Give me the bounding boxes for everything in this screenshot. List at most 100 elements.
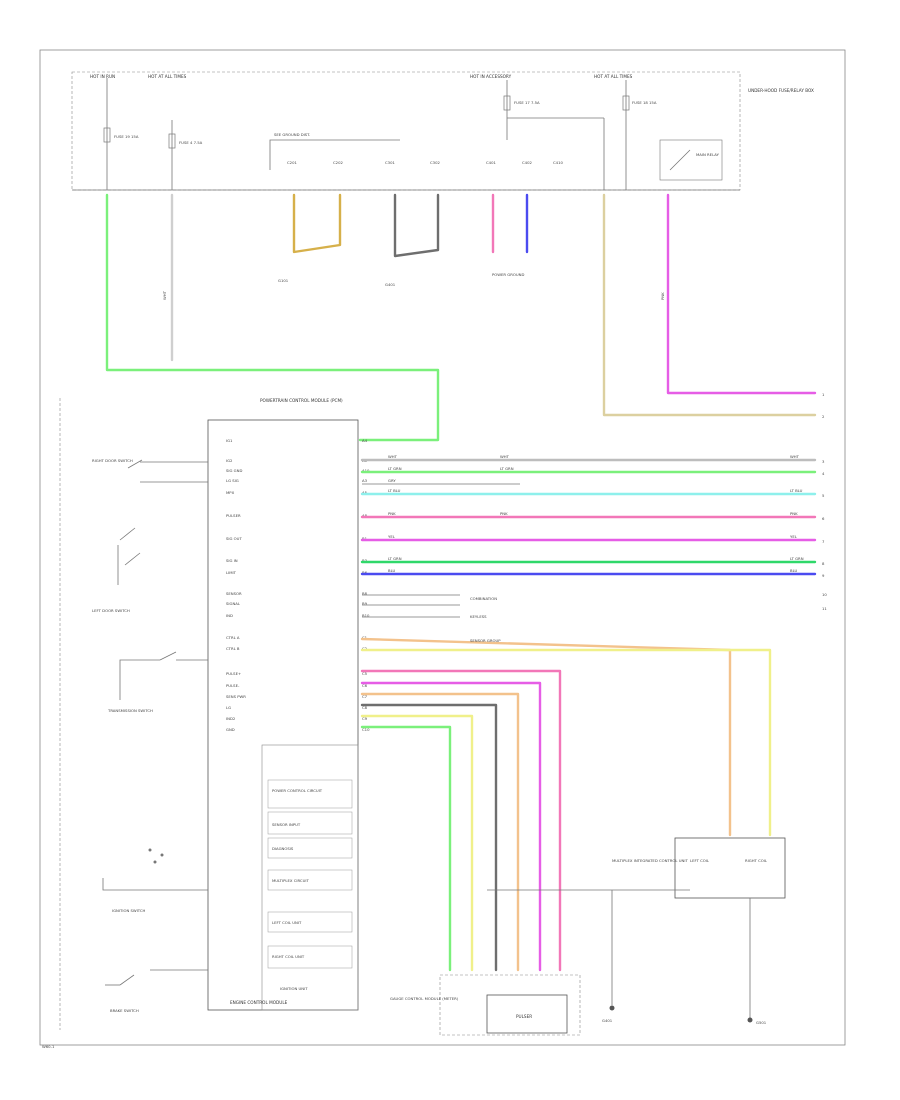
wire-gray-pulser [360,703,498,972]
svg-text:LT GRN: LT GRN [388,556,402,561]
svg-text:BLU: BLU [388,568,396,573]
svg-text:IG1: IG1 [226,438,233,443]
main-relay: MAIN RELAY [659,139,723,181]
label-g-mid: G401 [602,1018,613,1023]
see-ground-bracket: SEE GROUND DIST. [269,132,400,170]
svg-text:A8: A8 [362,513,368,518]
svg-text:C401: C401 [486,160,496,165]
wire-magenta-pulser [360,681,542,972]
svg-text:C10: C10 [362,727,370,732]
svg-text:TRANSMISSION SWITCH: TRANSMISSION SWITCH [107,708,153,713]
svg-text:A3: A3 [362,478,368,483]
svg-text:RIGHT COIL UNIT: RIGHT COIL UNIT [272,954,305,959]
label-sensor-group: SENSOR GROUP [470,638,501,643]
svg-text:B3: B3 [362,558,368,563]
svg-text:C5: C5 [362,671,368,676]
label-keyless: KEYLESS [470,614,487,619]
svg-text:POWER CONTROL CIRCUIT: POWER CONTROL CIRCUIT [272,788,323,793]
svg-text:IGNITION UNIT: IGNITION UNIT [280,986,308,991]
label-power-ground: POWER GROUND [492,272,524,277]
svg-text:SENS PWR: SENS PWR [226,694,246,699]
svg-text:4: 4 [822,471,825,476]
pcm-title: POWERTRAIN CONTROL MODULE (PCM) [260,398,343,403]
svg-text:DIAGNOSIS: DIAGNOSIS [272,846,294,851]
svg-text:9: 9 [822,573,825,578]
label-hot-all: HOT AT ALL TIMES [148,74,187,79]
pcm-inner-block [261,744,359,1011]
svg-text:C7: C7 [362,694,368,699]
svg-text:C302: C302 [430,160,440,165]
svg-text:FUSE 4 7.5A: FUSE 4 7.5A [179,140,203,145]
wire-orange-pulser [360,692,520,972]
ground-symbol-right [747,1017,753,1023]
diagram-border [39,49,846,1046]
svg-text:SEE GROUND DIST.: SEE GROUND DIST. [274,132,310,137]
pcm-pin-labels: IG1 IG2 SIG GND LG SIG MPX PULSER SIG OU… [226,438,246,732]
svg-text:CTRL B: CTRL B [226,646,240,651]
wire-tan-long [602,193,817,417]
svg-text:LT BLU: LT BLU [790,488,803,493]
wire-gray-pair [393,193,440,258]
svg-text:C6: C6 [362,683,368,688]
side-refs: 1 2 3 4 5 6 7 8 9 10 11 [822,392,827,611]
svg-text:LT BLU: LT BLU [388,488,401,493]
svg-text:MULTIPLEX CIRCUIT: MULTIPLEX CIRCUIT [272,878,309,883]
left-door-switch: LEFT DOOR SWITCH [92,527,141,613]
pcm-sub-blocks: POWER CONTROL CIRCUIT SENSOR INPUT DIAGN… [267,779,353,991]
svg-text:B9: B9 [362,601,368,606]
svg-text:LEFT COIL UNIT: LEFT COIL UNIT [272,920,302,925]
label-hot-accessory: HOT IN ACCESSORY [470,74,512,79]
right-door-switch: RIGHT DOOR SWITCH [92,458,208,483]
svg-text:FUSE 19 15A: FUSE 19 15A [114,134,139,139]
svg-text:C2: C2 [362,646,368,651]
label-coil-r: RIGHT COIL [745,858,768,863]
svg-text:LG: LG [226,705,231,710]
label-hot-all-2: HOT AT ALL TIMES [594,74,633,79]
svg-text:BLU: BLU [790,568,798,573]
svg-text:10: 10 [822,592,827,597]
ground-symbol-mid [609,1005,615,1011]
svg-text:SIGNAL: SIGNAL [226,601,241,606]
label-underhood: UNDER-HOOD FUSE/RELAY BOX [748,88,814,93]
svg-text:MAIN RELAY: MAIN RELAY [696,152,720,157]
pulser-connector-outline [439,974,581,1036]
svg-text:5: 5 [822,493,825,498]
transmission-switch: TRANSMISSION SWITCH [107,651,208,713]
label-wire-lgray: WHT [162,290,167,300]
svg-text:A5: A5 [362,490,368,495]
svg-text:GRY: GRY [388,478,396,483]
svg-text:8: 8 [822,561,825,566]
svg-text:LT GRN: LT GRN [500,466,514,471]
svg-text:BRAKE SWITCH: BRAKE SWITCH [110,1008,139,1013]
label-g401: G401 [385,282,396,287]
wire-labels-mid: WHT WHT LT GRN LT GRN GRY LT BLU PNK PNK… [388,454,804,573]
svg-text:C1: C1 [362,635,368,640]
svg-text:YEL: YEL [388,534,396,539]
wire-green-pulser [360,725,452,972]
svg-text:B1: B1 [362,536,368,541]
label-coil-l: LEFT COIL [690,858,710,863]
pulser-label: PULSER [516,1014,532,1019]
svg-text:LT GRN: LT GRN [790,556,804,561]
svg-text:YEL: YEL [790,534,798,539]
svg-text:7: 7 [822,539,825,544]
svg-text:LG SIG: LG SIG [226,478,239,483]
fuse-left-1: FUSE 19 15A [103,78,139,190]
wire-magenta-long [666,193,817,395]
svg-text:WHT: WHT [388,454,398,459]
right-component-box [674,837,786,899]
svg-text:PNK: PNK [388,511,396,516]
svg-text:WHT: WHT [500,454,510,459]
wire-green-main [105,193,440,442]
svg-text:PULSE+: PULSE+ [226,671,241,676]
svg-text:C9: C9 [362,716,368,721]
label-g101: G101 [278,278,289,283]
svg-text:RIGHT DOOR SWITCH: RIGHT DOOR SWITCH [92,458,133,463]
ignition-switch: IGNITION SWITCH [102,848,208,913]
svg-text:PULSER: PULSER [226,513,241,518]
svg-text:GND: GND [226,727,235,732]
svg-text:11: 11 [822,606,827,611]
svg-text:C201: C201 [287,160,297,165]
svg-text:C402: C402 [522,160,532,165]
